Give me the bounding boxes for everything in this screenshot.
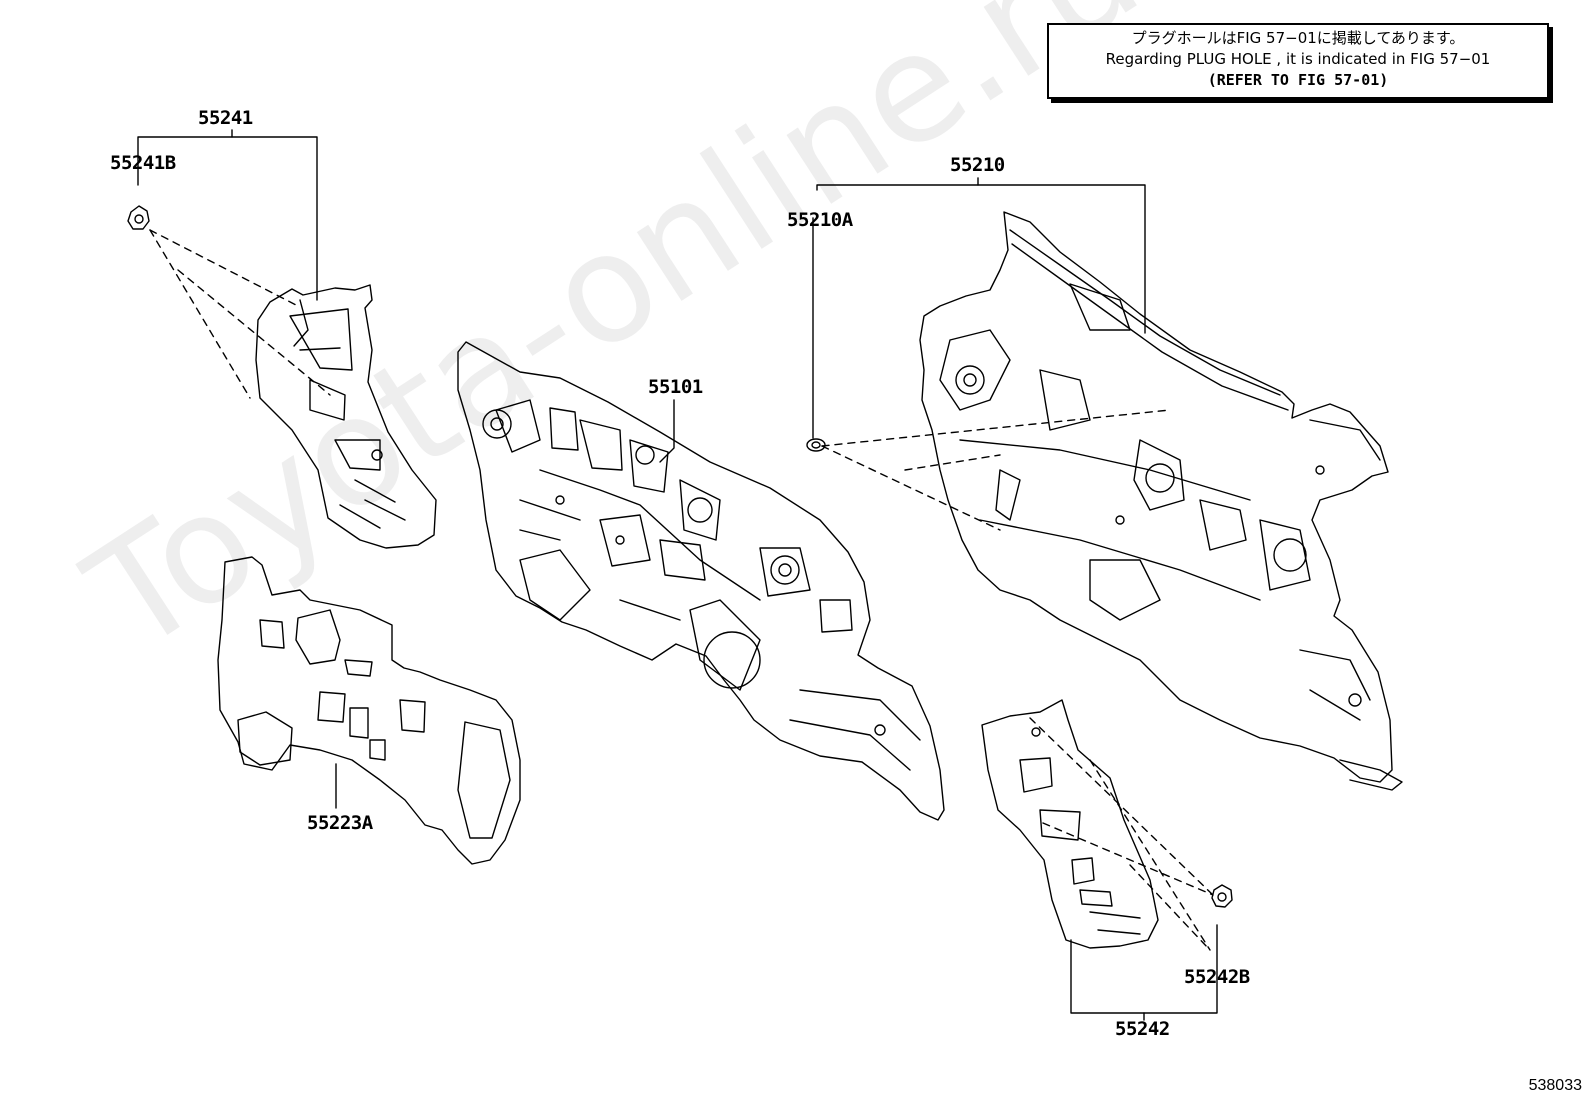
note-box: プラグホールはFIG 57−01に掲載してあります。 Regarding PLU… bbox=[1047, 23, 1549, 99]
part-label-55242b[interactable]: 55242B bbox=[1184, 966, 1250, 988]
part-label-55242[interactable]: 55242 bbox=[1115, 1018, 1170, 1040]
clip-55241b bbox=[127, 205, 150, 230]
note-line-refer: (REFER TO FIG 57-01) bbox=[1207, 71, 1389, 89]
note-line-english: Regarding PLUG HOLE , it is indicated in… bbox=[1105, 50, 1491, 68]
figure-id: 538033 bbox=[1528, 1077, 1582, 1094]
clip-55210a bbox=[806, 438, 826, 452]
part-55223a bbox=[217, 556, 521, 865]
part-55101 bbox=[457, 341, 945, 821]
leader-lines bbox=[137, 129, 1218, 1021]
part-label-55223a[interactable]: 55223A bbox=[307, 812, 373, 834]
part-label-55210a[interactable]: 55210A bbox=[787, 209, 853, 231]
part-55241 bbox=[255, 284, 437, 549]
part-55210 bbox=[919, 211, 1403, 791]
part-label-55241b[interactable]: 55241B bbox=[110, 152, 176, 174]
part-label-55241[interactable]: 55241 bbox=[198, 107, 253, 129]
part-label-55101[interactable]: 55101 bbox=[648, 376, 703, 398]
note-line-japanese: プラグホールはFIG 57−01に掲載してあります。 bbox=[1131, 29, 1465, 47]
dashed-lines bbox=[149, 229, 1214, 951]
part-55242 bbox=[981, 699, 1159, 949]
clip-55242b bbox=[1211, 884, 1233, 908]
part-label-55210[interactable]: 55210 bbox=[950, 154, 1005, 176]
